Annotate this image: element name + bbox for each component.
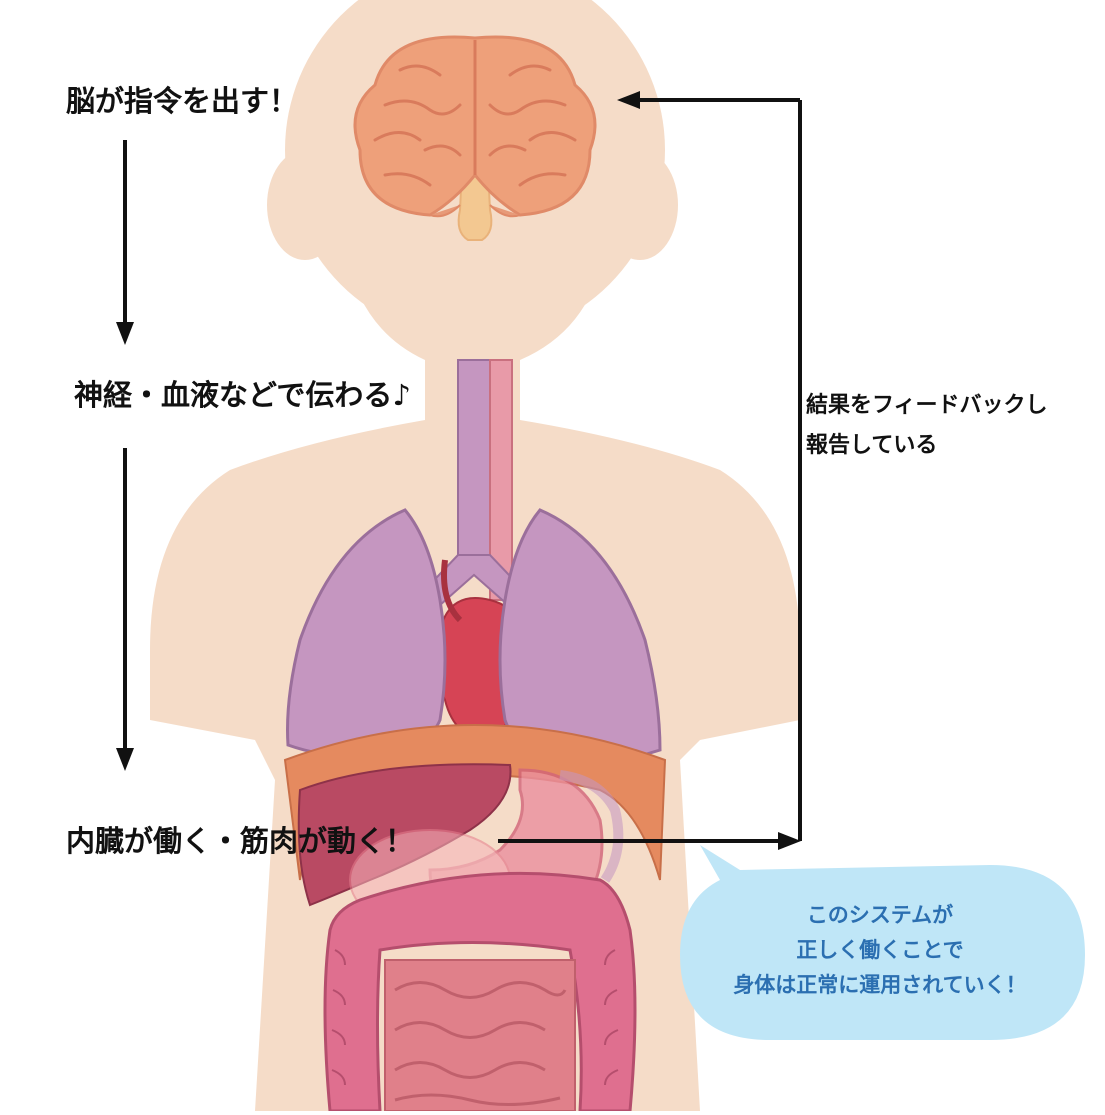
- right-ear: [602, 150, 678, 260]
- bubble-line3: 身体は正常に運用されていく！: [733, 973, 1027, 997]
- brain-graphic: [353, 35, 597, 241]
- bubble-text: このシステムが 正しく働くことで 身体は正常に運用されていく！: [680, 898, 1080, 1003]
- brain-label: 脳が指令を出す！: [66, 84, 299, 118]
- bubble-line2: 正しく働くことで: [796, 938, 964, 962]
- feedback-label-line1: 結果をフィードバックし: [806, 393, 1048, 418]
- left-ear: [267, 150, 343, 260]
- nerves-label: 神経・血液などで伝わる♪: [74, 378, 411, 412]
- lungs-graphic: [286, 508, 662, 763]
- organs-label: 内臓が働く・筋肉が動く！: [66, 824, 415, 858]
- feedback-label-line2: 報告している: [806, 433, 938, 458]
- intestines-graphic: [323, 871, 637, 1113]
- flow-arrows: [116, 91, 802, 850]
- feedback-label: 結果をフィードバックし 報告している: [806, 386, 1105, 466]
- bubble-line1: このシステムが: [806, 903, 954, 927]
- speech-bubble: [680, 845, 1085, 1040]
- trachea-graphic: [418, 359, 530, 607]
